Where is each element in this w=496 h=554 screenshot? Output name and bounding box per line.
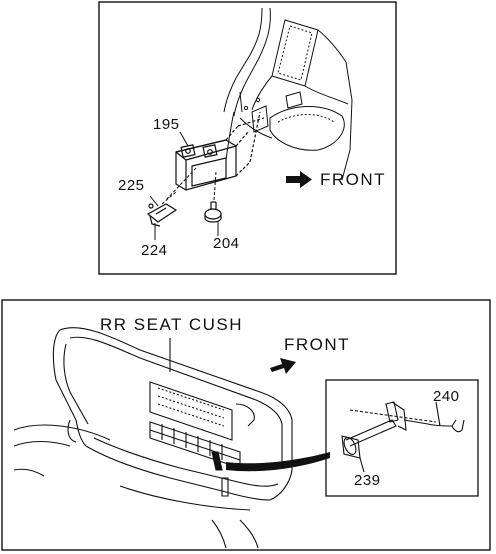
rear-seat-cushion-drawing xyxy=(13,327,293,549)
seat-title: RR SEAT CUSH xyxy=(100,315,244,334)
front-label-bottom: FRONT xyxy=(284,335,351,354)
front-label-top: FRONT xyxy=(320,170,387,189)
leader-lines-top xyxy=(149,131,219,240)
quarter-panel-drawing xyxy=(223,7,353,181)
callout-225: 225 xyxy=(118,177,145,194)
callout-204: 204 xyxy=(213,235,240,252)
callout-240: 240 xyxy=(433,388,460,405)
inset-pin-drawing xyxy=(341,401,465,473)
callout-swoosh xyxy=(226,452,330,472)
front-arrow-icon-bottom xyxy=(270,358,296,374)
callout-239: 239 xyxy=(354,472,381,489)
bottom-panel-frame xyxy=(1,299,491,551)
callout-224: 224 xyxy=(141,242,168,259)
strap-224-drawing xyxy=(146,203,178,227)
bracket-195-drawing xyxy=(175,111,265,191)
top-panel-frame xyxy=(98,1,397,275)
front-arrow-icon xyxy=(286,171,312,188)
bolt-204-drawing xyxy=(204,201,222,223)
callout-195: 195 xyxy=(153,116,180,133)
inset-frame xyxy=(325,379,479,497)
